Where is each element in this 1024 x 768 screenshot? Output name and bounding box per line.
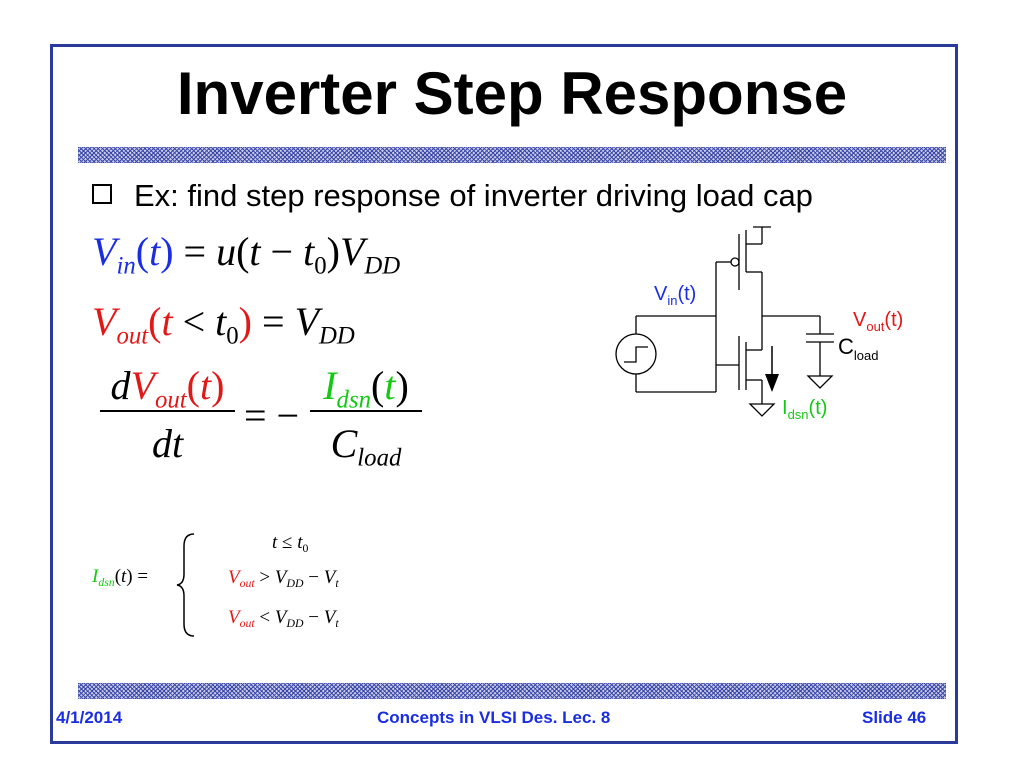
bullet-text: Ex: find step response of inverter drivi… <box>134 178 813 213</box>
idsn-label: Idsn(t) <box>782 397 827 422</box>
footer-course: Concepts in VLSI Des. Lec. 8 <box>377 708 611 727</box>
equation-vout-initial: Vout(t < t0) = VDD <box>92 299 355 350</box>
footer-date: 4/1/2014 <box>56 708 123 727</box>
title-divider <box>78 147 946 163</box>
inverter-circuit: Vin(t) Vout(t) Cload Idsn(t) <box>615 226 903 422</box>
footer-slide-number: Slide 46 <box>862 708 927 727</box>
equation-vin: Vin(t) = u(t − t0)VDD <box>92 229 401 280</box>
bullet-item: Ex: find step response of inverter drivi… <box>92 178 813 214</box>
cload-label: Cload <box>838 334 878 363</box>
footer-divider <box>78 683 946 699</box>
piecewise-brace <box>176 533 195 637</box>
vin-label: Vin(t) <box>654 283 696 308</box>
slide-frame <box>50 44 958 744</box>
checkbox-bullet-icon <box>92 184 112 204</box>
slide-title: Inverter Step Response <box>176 60 848 127</box>
vout-label: Vout(t) <box>853 309 903 334</box>
